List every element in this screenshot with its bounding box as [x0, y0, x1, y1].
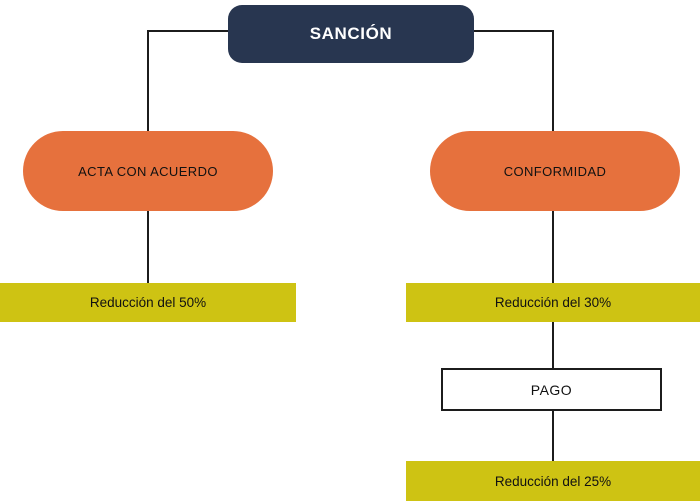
connector-reduccion30-to-pago — [552, 320, 554, 370]
node-acta-con-acuerdo[interactable]: ACTA CON ACUERDO — [23, 131, 273, 211]
node-reduccion-del-50[interactable]: Reducción del 50% — [0, 283, 296, 322]
node-conformidad[interactable]: CONFORMIDAD — [430, 131, 680, 211]
node-sancion[interactable]: SANCIÓN — [228, 5, 474, 63]
connector-conformidad-to-reduccion30 — [552, 209, 554, 285]
node-reduccion-del-30[interactable]: Reducción del 30% — [406, 283, 700, 322]
connector-sancion-to-acta-horizontal — [147, 30, 230, 32]
connector-pago-to-reduccion25 — [552, 409, 554, 463]
node-pago[interactable]: PAGO — [441, 368, 662, 411]
node-reduccion-del-25[interactable]: Reducción del 25% — [406, 461, 700, 501]
connector-sancion-to-acta-vertical — [147, 30, 149, 133]
connector-sancion-to-conformidad-vertical — [552, 30, 554, 133]
connector-acta-to-reduccion50 — [147, 209, 149, 285]
connector-sancion-to-conformidad-horizontal — [472, 30, 554, 32]
